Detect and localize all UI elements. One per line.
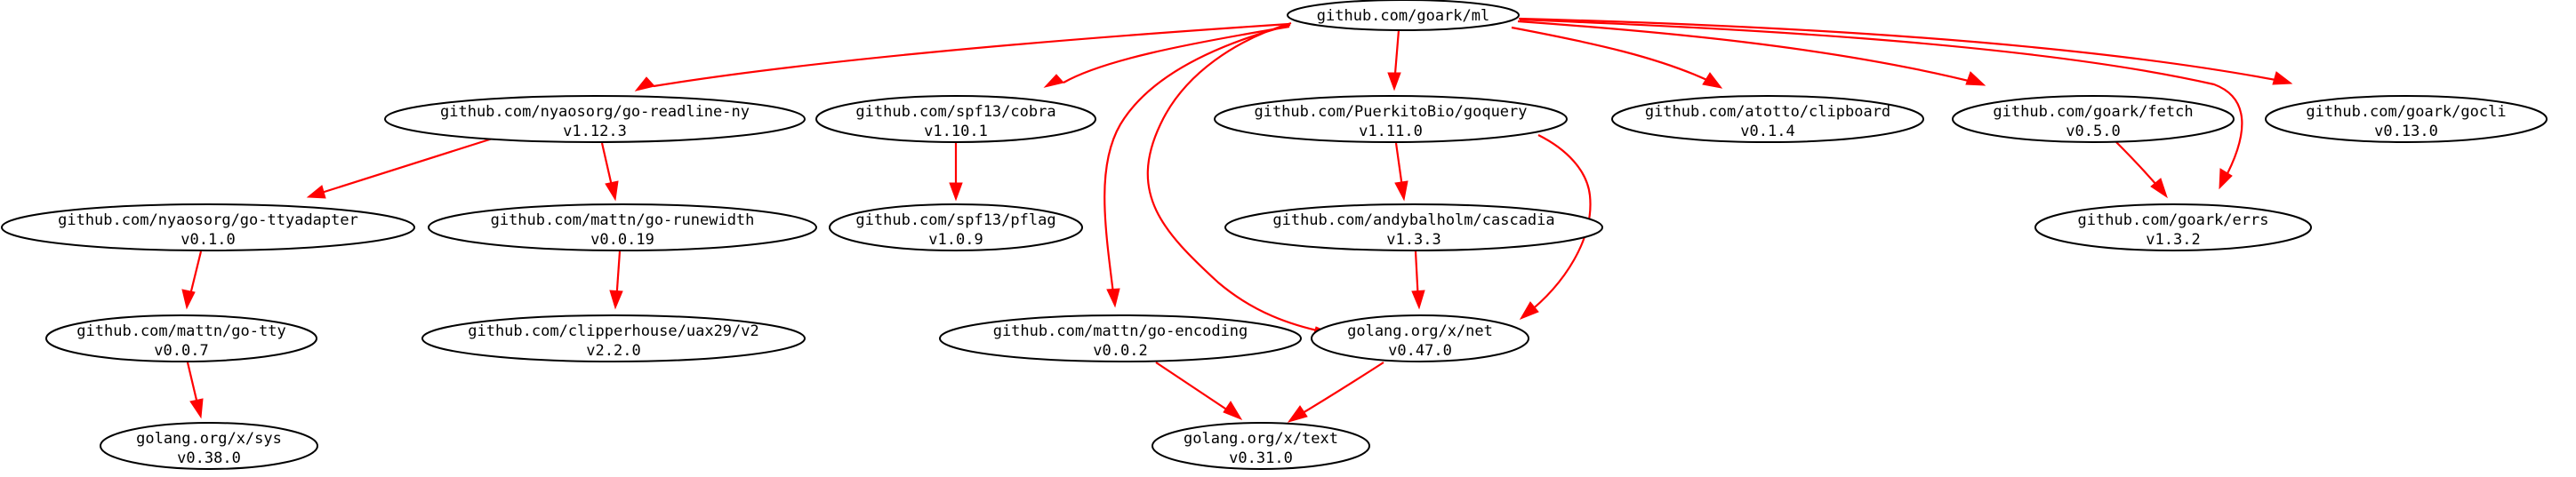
edge-fetch-to-errs [2115, 141, 2168, 199]
node-ellipse[interactable] [1952, 95, 2235, 143]
node-github-com-goark-fetch[interactable]: github.com/goark/fetch v0.5.0 [1952, 95, 2235, 143]
node-github-com-goark-gocli[interactable]: github.com/goark/gocli v0.13.0 [2265, 95, 2548, 143]
node-name-label: github.com/goark/errs [2078, 211, 2269, 229]
node-version-label: v0.1.0 [181, 231, 235, 249]
node-version-label: v1.12.3 [563, 123, 627, 140]
node-name-label: github.com/spf13/pflag [855, 211, 1055, 229]
node-version-label: v1.3.3 [1386, 231, 1440, 249]
node-ellipse[interactable] [815, 95, 1096, 143]
node-name-label: github.com/nyaosorg/go-readline-ny [440, 103, 750, 121]
node-name-label: golang.org/x/net [1347, 322, 1493, 340]
node-github-com-nyaosorg-go-ttyadapter[interactable]: github.com/nyaosorg/go-ttyadapter v0.1.0 [1, 203, 415, 251]
edge-goquery-to-xnet [1519, 134, 1592, 321]
node-version-label: v1.0.9 [928, 231, 983, 249]
edge-runewidth-to-uax29 [609, 250, 623, 310]
node-ellipse[interactable] [1, 203, 415, 251]
node-version-label: v0.38.0 [177, 449, 241, 467]
edge-ttyadapter-to-gotty [181, 250, 203, 310]
edge-ml-to-clipboard [1511, 26, 1723, 89]
edge-ml-to-fetch [1517, 20, 1986, 86]
node-github-com-spf13-pflag[interactable]: github.com/spf13/pflag v1.0.9 [829, 203, 1083, 251]
node-name-label: github.com/nyaosorg/go-ttyadapter [58, 211, 358, 229]
edge-readline-to-runewidth [600, 142, 619, 202]
node-github-com-andybalholm-cascadia[interactable]: github.com/andybalholm/cascadia v1.3.3 [1224, 203, 1603, 251]
node-ellipse[interactable] [45, 314, 317, 362]
node-golang-org-x-net[interactable]: golang.org/x/net v0.47.0 [1311, 314, 1529, 362]
node-ellipse[interactable] [1311, 314, 1529, 362]
node-version-label: v0.31.0 [1229, 449, 1293, 467]
node-github-com-mattn-go-runewidth[interactable]: github.com/mattn/go-runewidth v0.0.19 [428, 203, 817, 251]
node-github-com-mattn-go-tty[interactable]: github.com/mattn/go-tty v0.0.7 [45, 314, 317, 362]
node-ellipse[interactable] [428, 203, 817, 251]
node-version-label: v0.5.0 [2066, 123, 2120, 140]
node-version-label: v0.0.2 [1093, 342, 1147, 360]
node-github-com-goark-ml[interactable]: github.com/goark/ml [1287, 0, 1520, 31]
node-name-label: golang.org/x/sys [136, 430, 282, 448]
edge-goquery-to-cascadia [1394, 142, 1408, 202]
node-github-com-puerkitobio-goquery[interactable]: github.com/PuerkitoBio/goquery v1.11.0 [1214, 95, 1568, 143]
node-github-com-goark-errs[interactable]: github.com/goark/errs v1.3.2 [2034, 203, 2312, 251]
node-name-label: github.com/mattn/go-encoding [993, 322, 1248, 340]
node-github-com-spf13-cobra[interactable]: github.com/spf13/cobra v1.10.1 [815, 95, 1096, 143]
node-version-label: v0.0.7 [154, 342, 208, 360]
node-ellipse[interactable] [1214, 95, 1568, 143]
edge-ml-to-goencoding [1103, 23, 1291, 308]
node-version-label: v0.13.0 [2374, 123, 2438, 140]
node-ellipse[interactable] [421, 314, 806, 362]
node-ellipse[interactable] [1152, 422, 1370, 470]
edge-ml-to-gocli [1518, 17, 2293, 85]
node-name-label: github.com/mattn/go-tty [76, 322, 285, 340]
node-name-label: github.com/PuerkitoBio/goquery [1254, 103, 1527, 121]
edge-xnet-to-xtext [1287, 362, 1384, 423]
node-name-label: github.com/goark/fetch [1993, 103, 2193, 121]
node-version-label: v1.3.2 [2146, 231, 2200, 249]
edge-cobra-to-pflag [949, 143, 963, 202]
node-github-com-atotto-clipboard[interactable]: github.com/atotto/clipboard v0.1.4 [1611, 95, 1924, 143]
edge-readline-to-ttyadapter [306, 135, 499, 199]
edge-gotty-to-xsys [186, 362, 204, 419]
node-version-label: v0.1.4 [1740, 123, 1794, 140]
node-ellipse[interactable] [1287, 0, 1520, 31]
node-name-label: github.com/atotto/clipboard [1645, 103, 1890, 121]
node-version-label: v0.47.0 [1388, 342, 1452, 360]
node-ellipse[interactable] [1224, 203, 1603, 251]
node-golang-org-x-sys[interactable]: golang.org/x/sys v0.38.0 [100, 422, 318, 470]
node-name-label: github.com/goark/gocli [2306, 103, 2506, 121]
node-golang-org-x-text[interactable]: golang.org/x/text v0.31.0 [1152, 422, 1370, 470]
node-name-label: github.com/spf13/cobra [855, 103, 1055, 121]
node-version-label: v2.2.0 [586, 342, 640, 360]
node-name-label: golang.org/x/text [1184, 430, 1338, 448]
node-ellipse[interactable] [384, 95, 806, 143]
edge-ml-to-errs [1519, 18, 2243, 190]
edge-ml-to-readline [634, 22, 1290, 91]
node-name-label: github.com/andybalholm/cascadia [1272, 211, 1554, 229]
node-github-com-mattn-go-encoding[interactable]: github.com/mattn/go-encoding v0.0.2 [939, 314, 1302, 362]
node-ellipse[interactable] [2265, 95, 2548, 143]
node-ellipse[interactable] [1611, 95, 1924, 143]
node-ellipse[interactable] [939, 314, 1302, 362]
node-ellipse[interactable] [100, 422, 318, 470]
node-name-label: github.com/goark/ml [1317, 7, 1489, 25]
node-ellipse[interactable] [2034, 203, 2312, 251]
node-version-label: v1.11.0 [1359, 123, 1423, 140]
edge-ml-to-cobra [1043, 25, 1290, 88]
node-name-label: github.com/clipperhouse/uax29/v2 [468, 322, 759, 340]
edge-goencoding-to-xtext [1155, 362, 1243, 421]
node-version-label: v1.10.1 [924, 123, 988, 140]
edge-ml-to-goquery [1387, 29, 1401, 91]
edge-cascadia-to-xnet [1411, 250, 1425, 310]
node-name-label: github.com/mattn/go-runewidth [491, 211, 755, 229]
node-github-com-clipperhouse-uax29-v2[interactable]: github.com/clipperhouse/uax29/v2 v2.2.0 [421, 314, 806, 362]
node-layer: github.com/goark/ml github.com/nyaosorg/… [1, 0, 2548, 470]
node-github-com-nyaosorg-go-readline-ny[interactable]: github.com/nyaosorg/go-readline-ny v1.12… [384, 95, 806, 143]
node-ellipse[interactable] [829, 203, 1083, 251]
node-version-label: v0.0.19 [590, 231, 654, 249]
